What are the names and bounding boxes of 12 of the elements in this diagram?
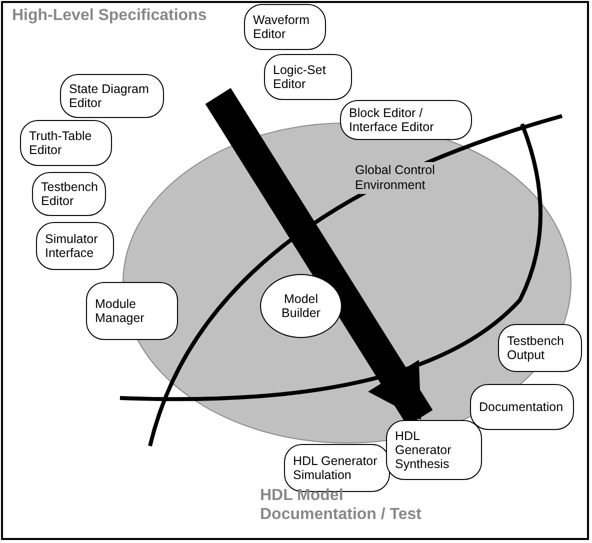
- process-box: Testbench Editor: [32, 172, 106, 216]
- process-box: Logic-Set Editor: [264, 54, 352, 100]
- process-box: Documentation: [470, 384, 574, 430]
- process-box: Simulator Interface: [36, 222, 114, 270]
- process-box: Testbench Output: [498, 324, 582, 372]
- process-box: State Diagram Editor: [60, 74, 164, 118]
- process-box: Waveform Editor: [244, 4, 326, 50]
- process-box: Module Manager: [86, 282, 178, 340]
- process-box: Truth-Table Editor: [20, 120, 112, 166]
- process-box: Block Editor / Interface Editor: [340, 100, 472, 140]
- process-box: HDL Generator Synthesis: [386, 420, 482, 480]
- section-heading: High-Level Specifications: [12, 6, 207, 25]
